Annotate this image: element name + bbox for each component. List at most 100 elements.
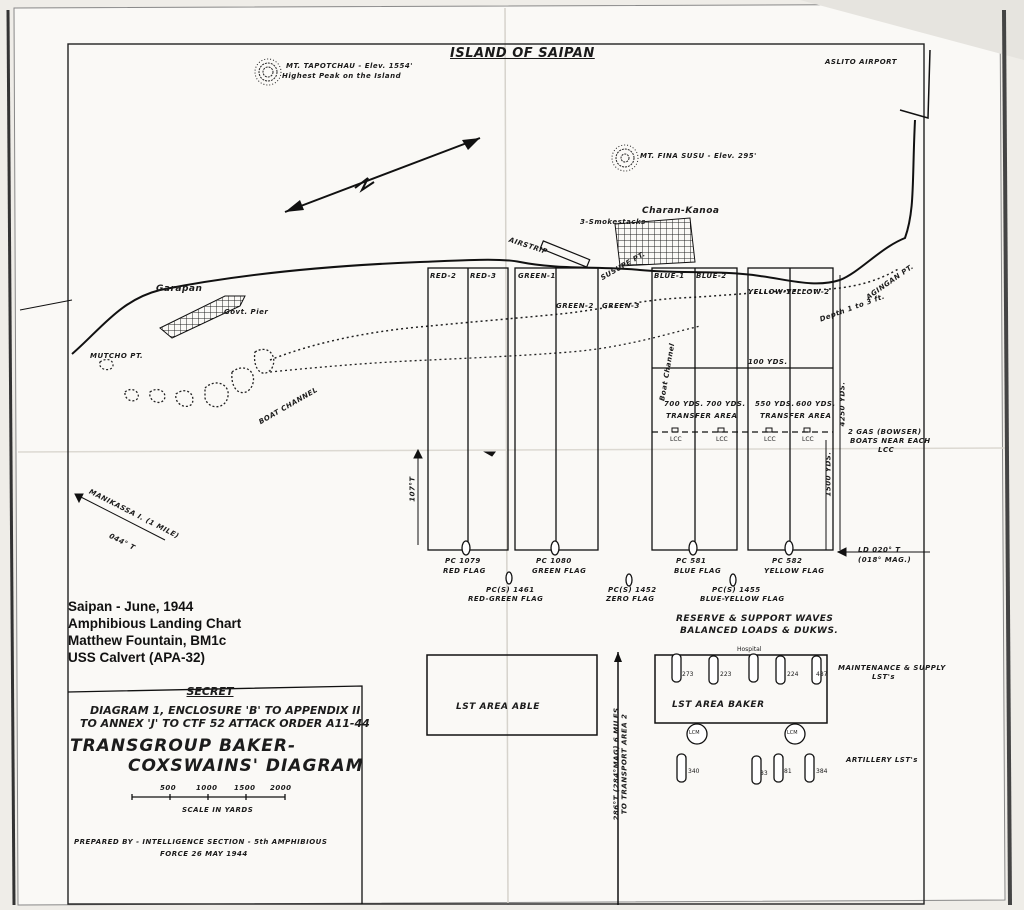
ld-bearing: LD 020° T xyxy=(858,546,901,554)
lst-384: 384 xyxy=(816,768,828,775)
garapan-grid xyxy=(159,295,246,339)
pc-582: PC 582 xyxy=(772,557,803,565)
beach-green-3: GREEN-3 xyxy=(602,302,640,310)
title-block-big1: TRANSGROUP BAKER- xyxy=(70,736,297,756)
pcs-1455-flag: BLUE-YELLOW FLAG xyxy=(700,595,785,603)
label-govt-pier: Govt. Pier xyxy=(224,308,269,316)
pc-1079-flag: RED FLAG xyxy=(443,567,486,575)
maintenance-label: MAINTENANCE & SUPPLY xyxy=(838,664,946,672)
pc-1080: PC 1080 xyxy=(536,557,572,565)
map-title: ISLAND OF SAIPAN xyxy=(450,46,595,61)
artillery-label: ARTILLERY LST's xyxy=(846,756,918,764)
prepared-line1: PREPARED BY - INTELLIGENCE SECTION - 5th… xyxy=(74,838,328,846)
pcs-1461: PC(S) 1461 xyxy=(486,586,535,594)
caption-line-4: USS Calvert (APA-32) xyxy=(68,650,206,665)
label-smokestacks: 3-Smokestacks xyxy=(580,218,646,226)
north-arrow xyxy=(284,137,481,213)
lcm-1: LCM xyxy=(689,730,700,736)
lst-ship-markers xyxy=(671,653,822,785)
beach-red-2: RED-2 xyxy=(430,272,457,280)
label-fina-susu: MT. FINA SUSU - Elev. 295' xyxy=(640,152,757,160)
title-block-frame xyxy=(67,685,363,904)
dim-1500: 1500 YDS. xyxy=(824,451,833,497)
scale-tick-1500: 1500 xyxy=(234,784,256,792)
scale-tick-1000: 1000 xyxy=(196,784,218,792)
beach-blue-2: BLUE-2 xyxy=(696,272,727,280)
label-garapan: Garapan xyxy=(156,284,203,294)
lcc-4: LCC xyxy=(802,436,814,443)
reserve-balanced: BALANCED LOADS & DUKWS. xyxy=(680,626,839,636)
scale-tick-2000: 2000 xyxy=(270,784,292,792)
lcc-2: LCC xyxy=(716,436,728,443)
pcs-1461-flag: RED-GREEN FLAG xyxy=(468,595,544,603)
label-charan-kanoa: Charan-Kanoa xyxy=(642,206,720,216)
beach-green-2: GREEN-2 xyxy=(556,302,594,310)
dist-100: 100 YDS. xyxy=(748,358,788,366)
transport-bearing: 286°T (284°MAG) 6 MILES xyxy=(612,707,621,821)
caption-line-2: Amphibious Landing Chart xyxy=(68,616,242,631)
title-block-line1: DIAGRAM 1, ENCLOSURE 'B' TO APPENDIX II xyxy=(90,704,361,717)
beach-red-3: RED-3 xyxy=(470,272,497,280)
beach-yellow-2: YELLOW-2 xyxy=(786,288,830,296)
lst-273: 273 xyxy=(682,671,694,678)
pc-1080-flag: GREEN FLAG xyxy=(532,567,587,575)
label-tapotchau: MT. TAPOTCHAU - Elev. 1554' xyxy=(286,62,413,70)
lst-area-baker xyxy=(654,654,828,724)
ld-mag: (018° MAG.) xyxy=(858,556,912,564)
gas-note-3: LCC xyxy=(878,446,895,454)
coastline xyxy=(71,119,916,355)
beach-yellow-1: YELLOW-1 xyxy=(748,288,792,296)
mt-tapotchau-symbol xyxy=(254,58,282,86)
pcs-1452: PC(S) 1452 xyxy=(608,586,657,594)
transfer-area-blue: TRANSFER AREA xyxy=(666,412,738,420)
lst-487: 487 xyxy=(816,671,828,678)
beach-green-1: GREEN-1 xyxy=(518,272,556,280)
dim-4250: 4250 YDS. xyxy=(838,381,847,427)
bearing-107: 107°T xyxy=(408,476,417,502)
title-block-line2: TO ANNEX 'J' TO CTF 52 ATTACK ORDER A11-… xyxy=(80,717,370,730)
transfer-area-yellow: TRANSFER AREA xyxy=(760,412,832,420)
lst-area-able xyxy=(426,654,598,736)
control-vessel-markers xyxy=(461,540,794,587)
transport-area: TO TRANSPORT AREA 2 xyxy=(620,713,629,815)
pc-582-flag: YELLOW FLAG xyxy=(764,567,825,575)
caption-line-1: Saipan - June, 1944 xyxy=(68,599,194,614)
dist-yellow-2: 600 YDS. xyxy=(796,400,836,408)
lcc-1: LCC xyxy=(670,436,682,443)
lst-81: 81 xyxy=(784,768,792,775)
lcm-2: LCM xyxy=(787,730,798,736)
photo-caption: Saipan - June, 1944 Amphibious Landing C… xyxy=(68,598,241,666)
pcs-1455: PC(S) 1455 xyxy=(712,586,761,594)
gas-note-2: BOATS NEAR EACH xyxy=(850,437,931,445)
lst-83: 83 xyxy=(760,770,768,777)
lst-224: 224 xyxy=(787,671,799,678)
title-block-secret: SECRET xyxy=(186,685,234,698)
label-mutcho: MUTCHO PT. xyxy=(90,352,144,360)
pc-581: PC 581 xyxy=(676,557,707,565)
dist-blue-1: 700 YDS. xyxy=(664,400,704,408)
pcs-1452-flag: ZERO FLAG xyxy=(606,595,655,603)
pc-581-flag: BLUE FLAG xyxy=(674,567,722,575)
dist-blue-2: 700 YDS. xyxy=(706,400,746,408)
reserve-waves: RESERVE & SUPPORT WAVES xyxy=(676,614,834,624)
scale-tick-500: 500 xyxy=(160,784,177,792)
prepared-line2: FORCE 26 MAY 1944 xyxy=(160,850,248,858)
lst-area-baker-label: LST AREA BAKER xyxy=(672,700,765,710)
dist-yellow-1: 550 YDS. xyxy=(755,400,795,408)
title-block-big2: COXSWAINS' DIAGRAM xyxy=(128,756,364,776)
beach-blue-1: BLUE-1 xyxy=(654,272,685,280)
maintenance-lst-label: LST's xyxy=(872,673,896,681)
lst-area-able-label: LST AREA ABLE xyxy=(456,702,540,712)
label-aslito: ASLITO AIRPORT xyxy=(825,58,898,66)
label-tapotchau-note: Highest Peak on the Island xyxy=(282,72,402,80)
charan-kanoa-grid xyxy=(614,217,696,267)
lcc-3: LCC xyxy=(764,436,776,443)
lst-223: 223 xyxy=(720,671,732,678)
mt-fina-susu-symbol xyxy=(611,144,639,172)
reef-line xyxy=(269,267,901,361)
gas-note-1: 2 GAS (BOWSER) xyxy=(848,428,922,436)
hospital-label: Hospital xyxy=(737,646,762,653)
pc-1079: PC 1079 xyxy=(445,557,481,565)
